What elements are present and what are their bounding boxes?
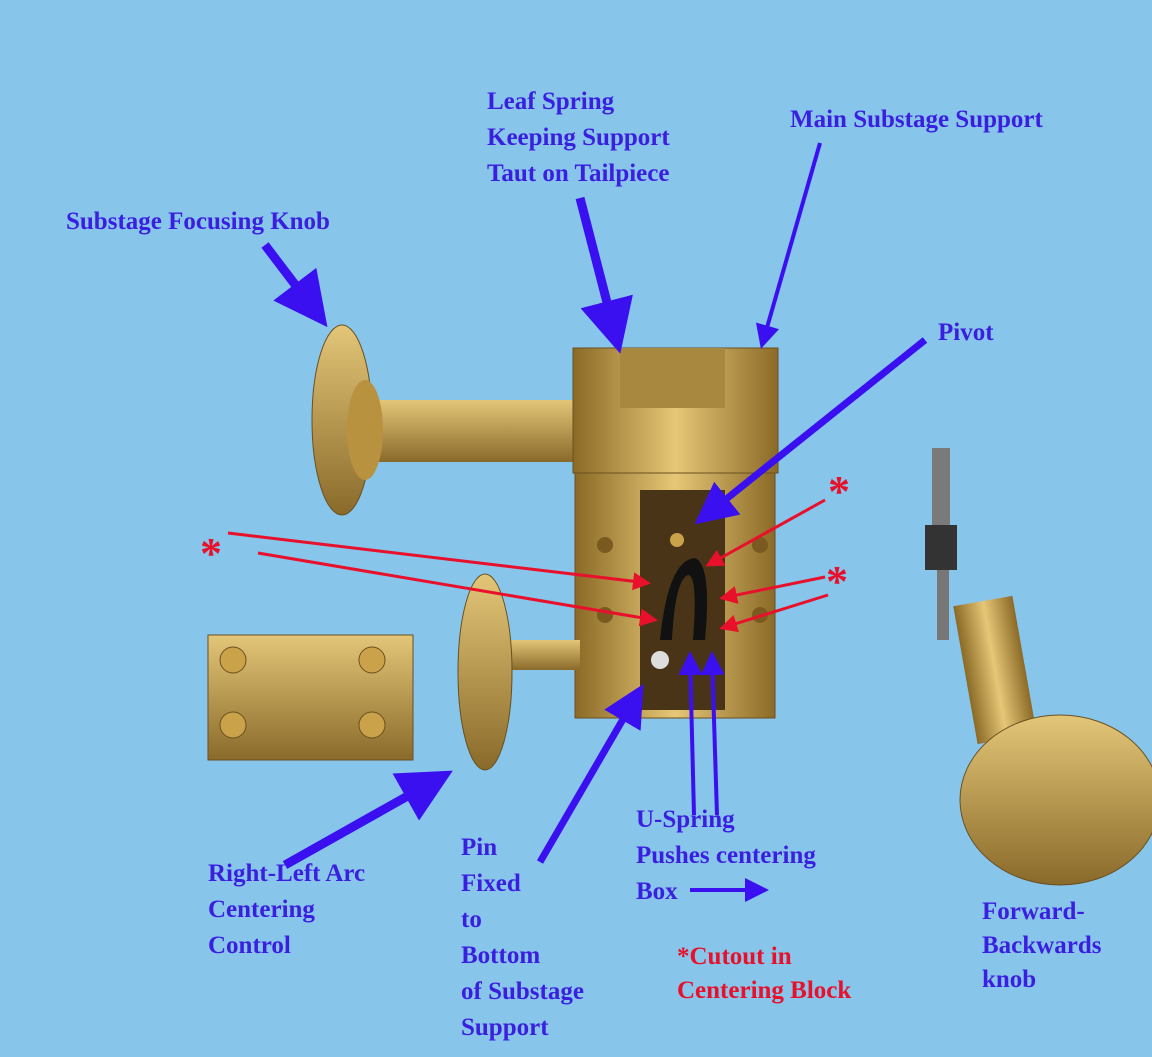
label-line: Right-Left Arc: [208, 860, 366, 887]
arrow-pivot: [694, 337, 928, 525]
arrow-leaf-spring: [575, 196, 633, 354]
label-u-spring: U-Spring Pushes centering Box: [636, 802, 816, 910]
label-line: Backwards: [982, 932, 1102, 959]
label-line: of Substage: [461, 978, 584, 1005]
label-line: Pin: [461, 834, 498, 861]
red-arrows: [227, 498, 829, 633]
label-line: Pushes centering: [636, 842, 816, 869]
label-line: Box: [636, 878, 678, 905]
label-line: knob: [982, 966, 1037, 993]
arc-centering-knob: [457, 573, 580, 771]
label-line: Control: [208, 932, 291, 959]
asterisk-marker: *: [826, 557, 848, 606]
label-line: Support: [461, 1014, 549, 1041]
arrow-u-spring-2: [700, 651, 725, 816]
label-forward-backward-knob: Forward- Backwards knob: [982, 895, 1101, 997]
asterisk-marker: *: [200, 529, 222, 578]
arrow-u-spring-1: [678, 651, 703, 816]
main-substage-support: [572, 347, 779, 719]
label-pin: Pin Fixed to Bottom of Substage Support: [461, 830, 584, 1046]
label-pivot: Pivot: [938, 319, 994, 346]
label-line: U-Spring: [636, 806, 735, 833]
label-main-support: Main Substage Support: [790, 106, 1043, 133]
label-line: Bottom: [461, 942, 541, 969]
label-line: *Cutout in: [677, 943, 792, 970]
label-line: Centering: [208, 896, 315, 923]
focusing-knob: [311, 324, 580, 516]
centering-box: [207, 634, 414, 761]
arrow-focusing-knob: [261, 242, 328, 328]
forward-backward-knob: [925, 448, 1152, 886]
blue-arrows: [261, 142, 928, 902]
label-line: to: [461, 906, 482, 933]
label-arc-control: Right-Left Arc Centering Control: [208, 856, 365, 964]
label-line: Keeping Support: [487, 124, 670, 151]
arrow-pin: [536, 683, 644, 864]
label-line: Taut on Tailpiece: [487, 160, 670, 187]
arrow-arc-control: [282, 770, 453, 869]
label-line: Centering Block: [677, 977, 852, 1004]
label-line: Fixed: [461, 870, 521, 897]
label-cutout: *Cutout in Centering Block: [677, 940, 851, 1008]
arrow-main-support: [755, 142, 822, 349]
label-line: Leaf Spring: [487, 88, 615, 115]
asterisk-marker: *: [828, 467, 850, 516]
label-line: Forward-: [982, 898, 1085, 925]
label-leaf-spring: Leaf Spring Keeping Support Taut on Tail…: [487, 84, 670, 192]
label-focusing-knob: Substage Focusing Knob: [66, 208, 330, 235]
